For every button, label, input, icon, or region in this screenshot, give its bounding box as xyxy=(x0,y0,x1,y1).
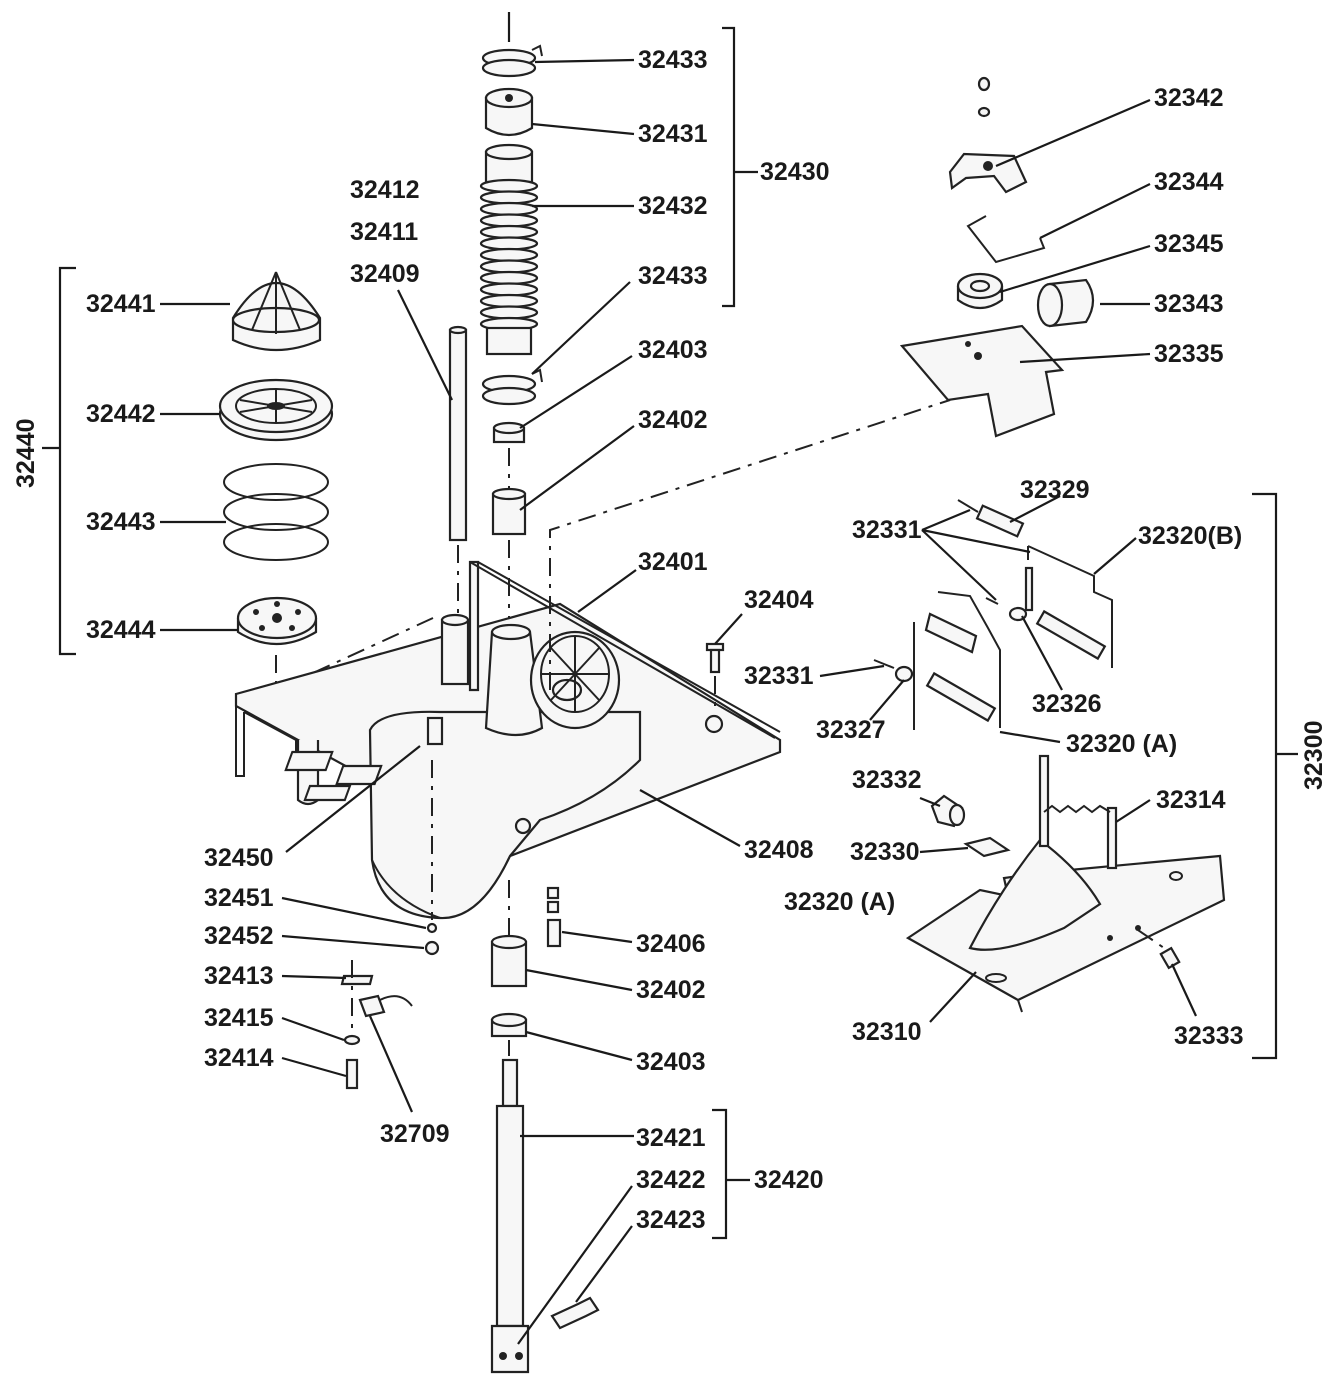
label-32300: 32300 xyxy=(1300,720,1328,790)
bellows-ring xyxy=(479,305,539,320)
label-32422: 32422 xyxy=(636,1166,706,1194)
label-32411: 32411 xyxy=(350,218,418,246)
label-32330: 32330 xyxy=(850,838,920,866)
roller-32343 xyxy=(1036,278,1095,328)
base-wheel xyxy=(529,630,621,730)
label-32401: 32401 xyxy=(638,548,708,576)
part-number-labels: 32433 32431 32432 32433 32430 32412 3241… xyxy=(12,46,1328,1234)
label-32443: 32443 xyxy=(86,508,156,536)
bellows-assembly xyxy=(479,12,543,640)
label-32440: 32440 xyxy=(12,418,40,488)
bellows-ring xyxy=(479,259,539,274)
label-32402-bottom: 32402 xyxy=(636,976,706,1004)
leader-lines xyxy=(160,58,1197,1345)
label-32450: 32450 xyxy=(204,844,274,872)
bellows-ring xyxy=(479,224,539,240)
label-32451: 32451 xyxy=(204,884,274,912)
spring xyxy=(223,463,329,561)
label-32402-top: 32402 xyxy=(638,406,708,434)
bellows-ring xyxy=(479,282,539,297)
bellows-cap xyxy=(484,87,534,137)
hose-clamp-bottom xyxy=(481,368,543,406)
label-32423: 32423 xyxy=(636,1206,706,1234)
lower-fasteners xyxy=(340,760,562,1090)
label-32345: 32345 xyxy=(1154,230,1224,258)
label-32432: 32432 xyxy=(638,192,708,220)
label-32327: 32327 xyxy=(816,716,886,744)
label-32403-bottom: 32403 xyxy=(636,1048,706,1076)
label-32444: 32444 xyxy=(86,616,156,644)
label-32433-top: 32433 xyxy=(638,46,708,74)
label-32310: 32310 xyxy=(852,1018,922,1046)
base-frame xyxy=(234,399,951,920)
bellows xyxy=(479,143,539,356)
bushing-bottom xyxy=(490,1012,528,1038)
bellows-ring xyxy=(479,293,539,309)
label-32333: 32333 xyxy=(1174,1022,1244,1050)
cover-assembly xyxy=(899,76,1095,438)
label-32430: 32430 xyxy=(760,158,830,186)
label-32343: 32343 xyxy=(1154,290,1224,318)
bellows-ring xyxy=(479,213,539,228)
label-32420: 32420 xyxy=(754,1166,824,1194)
spreader-assembly xyxy=(218,271,434,692)
bracket-32420 xyxy=(712,1108,750,1240)
label-32344: 32344 xyxy=(1154,168,1224,196)
screw-32406 xyxy=(546,886,562,948)
label-32326: 32326 xyxy=(1032,690,1102,718)
label-32709: 32709 xyxy=(380,1120,450,1148)
label-32431: 32431 xyxy=(638,120,708,148)
label-32320a-1: 32320 (A) xyxy=(1066,730,1177,758)
bellows-ring xyxy=(479,190,539,205)
label-32342: 32342 xyxy=(1154,84,1224,112)
guide-rod xyxy=(448,325,468,615)
bellows-ring xyxy=(479,247,539,263)
label-32441: 32441 xyxy=(86,290,156,318)
drive-shaft xyxy=(490,1058,600,1374)
spreader-wheel xyxy=(218,378,334,442)
label-32320b: 32320(B) xyxy=(1138,522,1242,550)
label-32433-bottom: 32433 xyxy=(638,262,708,290)
bellows-ring xyxy=(479,178,539,194)
pusher-assembly xyxy=(873,499,1113,730)
label-32404: 32404 xyxy=(744,586,814,614)
washer-32345 xyxy=(956,272,1004,310)
label-32403-top: 32403 xyxy=(638,336,708,364)
hose-clamp-top xyxy=(481,44,543,78)
spring-base-plate xyxy=(236,596,318,646)
bearing-top xyxy=(491,487,527,536)
bellows-ring xyxy=(479,236,539,251)
bracket-32300 xyxy=(1252,492,1298,1060)
label-32331-a: 32331 xyxy=(852,516,922,544)
bellows-ring xyxy=(479,270,539,286)
label-32415: 32415 xyxy=(204,1004,274,1032)
label-32408: 32408 xyxy=(744,836,814,864)
label-32329: 32329 xyxy=(1020,476,1090,504)
label-32413: 32413 xyxy=(204,962,274,990)
knob-32332 xyxy=(930,794,966,828)
label-32421: 32421 xyxy=(636,1124,706,1152)
label-32409: 32409 xyxy=(350,260,420,288)
label-32414: 32414 xyxy=(204,1044,274,1072)
bracket-32430 xyxy=(722,26,758,308)
label-32314: 32314 xyxy=(1156,786,1226,814)
chute-assembly xyxy=(905,754,1226,1013)
spreader-cone xyxy=(231,271,322,352)
bracket-32440 xyxy=(42,266,76,656)
label-32332: 32332 xyxy=(852,766,922,794)
label-32320a-2: 32320 (A) xyxy=(784,888,895,916)
label-32331-b: 32331 xyxy=(744,662,814,690)
label-32406: 32406 xyxy=(636,930,706,958)
label-32335: 32335 xyxy=(1154,340,1224,368)
bellows-ring xyxy=(479,201,539,217)
bearing-bottom xyxy=(490,934,528,988)
bushing-top xyxy=(492,421,526,444)
label-32442: 32442 xyxy=(86,400,156,428)
label-32452: 32452 xyxy=(204,922,274,950)
label-32412: 32412 xyxy=(350,176,420,204)
